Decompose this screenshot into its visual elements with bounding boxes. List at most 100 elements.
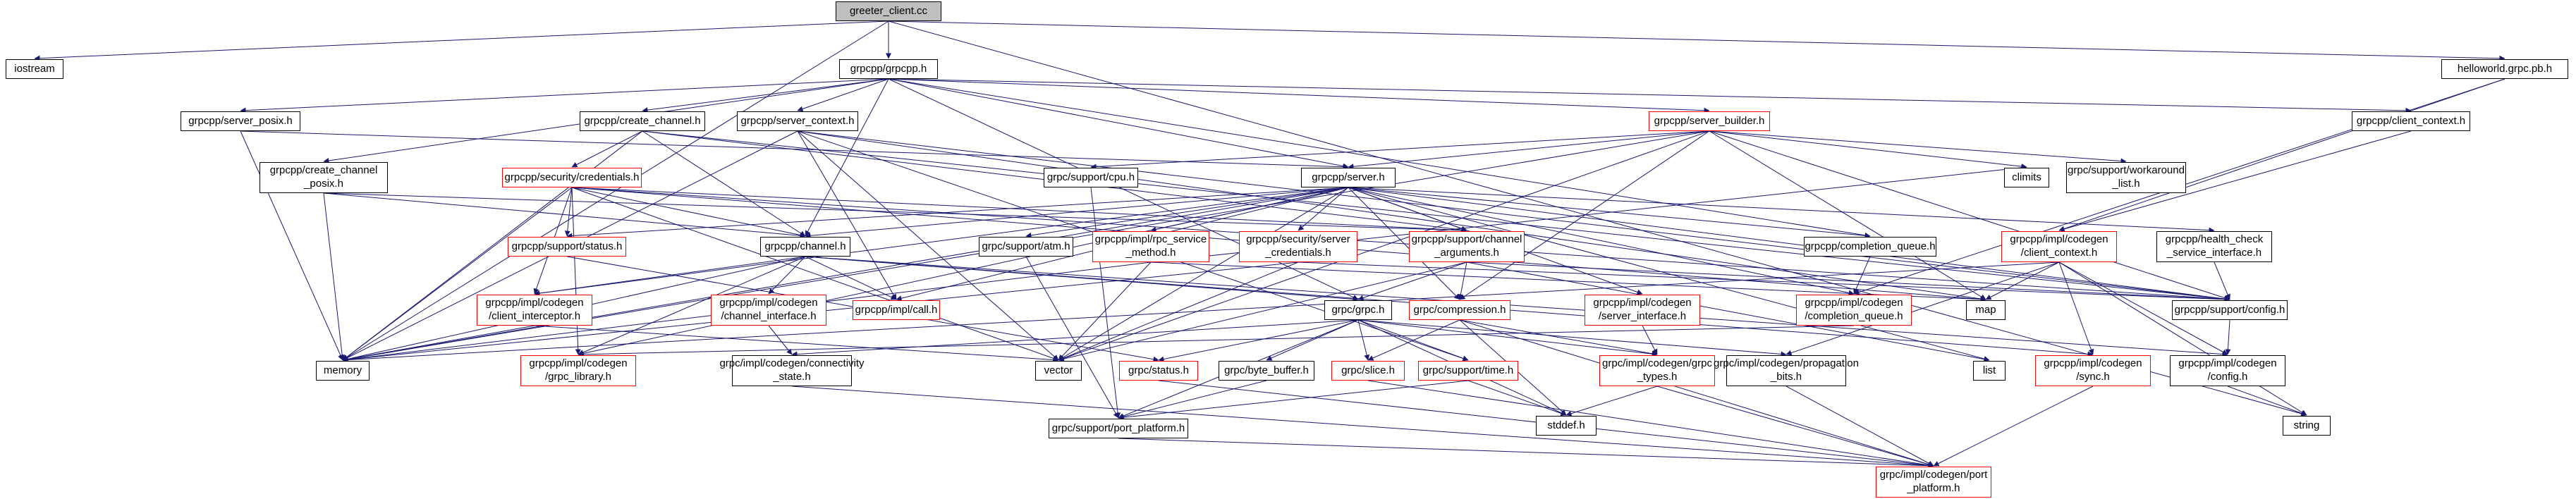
include-edge-compression-slice bbox=[1367, 319, 1460, 361]
include-edge-byte_buffer-port_platform bbox=[1118, 380, 1267, 420]
include-edge-channel-channel_interface bbox=[768, 256, 806, 295]
include-edge-server-status bbox=[566, 187, 1349, 239]
graph-node-server_builder[interactable]: grpcpp/server_builder.h bbox=[1649, 111, 1770, 131]
include-edge-root-iostream bbox=[34, 20, 889, 61]
include-edge-server-completion_queue bbox=[1348, 187, 1871, 239]
graph-node-support_config[interactable]: grpcpp/support/config.h bbox=[2172, 300, 2288, 320]
include-edge-root-hello bbox=[888, 20, 2505, 61]
graph-node-channel_interface[interactable]: grpcpp/impl/codegen /channel_interface.h bbox=[711, 295, 826, 326]
include-edge-server-list bbox=[1348, 187, 1990, 362]
include-edge-cg_server_interface-grpc_types bbox=[1642, 325, 1658, 355]
include-edge-server_credentials-vector bbox=[1058, 261, 1299, 361]
include-edge-grpc_types-cg_port_platform bbox=[1656, 386, 1934, 467]
graph-node-channel_arguments[interactable]: grpcpp/support/channel _arguments.h bbox=[1409, 231, 1525, 262]
graph-node-string[interactable]: string bbox=[2283, 416, 2331, 436]
graph-node-cg_client_context[interactable]: grpcpp/impl/codegen /client_context.h bbox=[2001, 231, 2117, 262]
graph-node-server_credentials[interactable]: grpcpp/security/server _credentials.h bbox=[1239, 231, 1357, 262]
graph-node-channel[interactable]: grpcpp/channel.h bbox=[760, 237, 850, 257]
include-edge-health_check-support_config bbox=[2214, 261, 2230, 300]
include-edge-credentials-status bbox=[564, 187, 573, 237]
include-edge-completion_queue-cg_completion_queue bbox=[1853, 256, 1871, 295]
graph-node-grpc_status[interactable]: grpc/status.h bbox=[1119, 361, 1198, 381]
include-edge-grpcpp_h-server bbox=[888, 78, 1349, 169]
graph-node-compression[interactable]: grpc/compression.h bbox=[1409, 300, 1510, 320]
graph-node-vector[interactable]: vector bbox=[1035, 361, 1082, 381]
include-edge-server-server_credentials bbox=[1298, 187, 1349, 231]
include-edge-create_channel-channel bbox=[642, 130, 806, 237]
graph-node-connectivity_state[interactable]: grpc/impl/codegen/connectivity _state.h bbox=[719, 355, 865, 386]
graph-node-health_check[interactable]: grpcpp/health_check _service_interface.h bbox=[2156, 231, 2272, 262]
include-edge-channel_arguments-grpc bbox=[1357, 261, 1467, 301]
graph-node-byte_buffer[interactable]: grpc/byte_buffer.h bbox=[1219, 361, 1314, 381]
graph-node-time[interactable]: grpc/support/time.h bbox=[1418, 361, 1518, 381]
graph-node-atm[interactable]: grpc/support/atm.h bbox=[979, 237, 1073, 257]
graph-node-cg_server_interface[interactable]: grpcpp/impl/codegen /server_interface.h bbox=[1585, 295, 1700, 326]
graph-node-grpcpp_h[interactable]: grpcpp/grpcpp.h bbox=[839, 59, 938, 79]
include-edge-channel-grpc bbox=[805, 256, 1359, 302]
include-edge-cg_sync-cg_port_platform bbox=[1933, 386, 2094, 467]
graph-node-cpu[interactable]: grpc/support/cpu.h bbox=[1044, 168, 1138, 187]
include-edge-server-channel bbox=[805, 187, 1349, 239]
graph-node-cg_config[interactable]: grpcpp/impl/codegen /config.h bbox=[2170, 355, 2285, 386]
graph-node-server_posix[interactable]: grpcpp/server_posix.h bbox=[181, 111, 300, 131]
include-edge-server_posix-server bbox=[240, 130, 1349, 170]
graph-node-map[interactable]: map bbox=[1966, 300, 2006, 320]
graph-node-iostream[interactable]: iostream bbox=[6, 59, 63, 79]
include-edge-credentials-vector bbox=[571, 187, 1059, 362]
graph-node-climits[interactable]: climits bbox=[2004, 168, 2049, 187]
graph-node-server[interactable]: grpcpp/server.h bbox=[1301, 168, 1396, 187]
include-edge-grpc-propagation_bits bbox=[1357, 319, 1787, 357]
graph-node-client_context[interactable]: grpcpp/client_context.h bbox=[2352, 111, 2470, 131]
include-edge-slice-cg_port_platform bbox=[1367, 380, 1934, 468]
include-edge-server-client_interceptor bbox=[534, 187, 1349, 296]
include-edge-grpcpp_h-grpc bbox=[888, 78, 1359, 300]
include-edge-server-health_check bbox=[1348, 187, 2215, 233]
include-edge-channel_arguments-compression bbox=[1458, 261, 1467, 300]
graph-node-completion_queue[interactable]: grpcpp/completion_queue.h bbox=[1804, 237, 1936, 257]
include-edge-create_channel_posix-channel_arguments bbox=[323, 192, 1467, 233]
graph-node-list[interactable]: list bbox=[1973, 361, 2006, 381]
graph-node-rpc_service_method[interactable]: grpcpp/impl/rpc_service _method.h bbox=[1092, 231, 1209, 262]
graph-node-grpc[interactable]: grpc/grpc.h bbox=[1324, 300, 1392, 320]
include-edge-hello-cg_client_context bbox=[2058, 78, 2505, 232]
include-edge-create_channel-support_config bbox=[642, 130, 2230, 302]
graph-node-root[interactable]: greeter_client.cc bbox=[836, 1, 941, 21]
graph-node-server_context[interactable]: grpcpp/server_context.h bbox=[737, 111, 858, 131]
graph-node-status[interactable]: grpcpp/support/status.h bbox=[508, 237, 626, 257]
include-edge-server-rpc_service_method bbox=[1150, 187, 1349, 233]
graph-node-client_interceptor[interactable]: grpcpp/impl/codegen /client_interceptor.… bbox=[477, 295, 592, 326]
include-edge-grpcpp_h-client_context bbox=[888, 78, 2412, 113]
include-edge-grpc_types-stddef bbox=[1565, 386, 1658, 417]
include-edge-grpcpp_h-server_builder bbox=[888, 78, 1710, 113]
include-edge-grpcpp_h-create_channel bbox=[642, 78, 889, 113]
include-edge-grpcpp_h-completion_queue bbox=[888, 78, 1871, 238]
graph-node-cg_completion_queue[interactable]: grpcpp/impl/codegen /completion_queue.h bbox=[1796, 295, 1912, 326]
include-edge-server-vector bbox=[1058, 187, 1349, 361]
include-edge-server_builder-support_config bbox=[1709, 130, 2230, 301]
include-edge-grpc-byte_buffer bbox=[1266, 319, 1359, 361]
graph-node-stddef[interactable]: stddef.h bbox=[1536, 416, 1597, 436]
graph-node-memory[interactable]: memory bbox=[316, 361, 370, 381]
include-edge-server_context-impl_call bbox=[797, 130, 897, 300]
graph-node-impl_call[interactable]: grpcpp/impl/call.h bbox=[853, 300, 940, 320]
graph-node-workaround_list[interactable]: grpc/support/workaround _list.h bbox=[2066, 162, 2186, 193]
graph-node-propagation_bits[interactable]: grpc/impl/codegen/propagation _bits.h bbox=[1714, 355, 1859, 386]
graph-node-slice[interactable]: grpc/slice.h bbox=[1331, 361, 1405, 381]
graph-node-credentials[interactable]: grpcpp/security/credentials.h bbox=[502, 168, 642, 187]
include-edge-channel_interface-connectivity_state bbox=[768, 325, 793, 355]
include-edge-server-memory bbox=[342, 187, 1349, 362]
include-edge-server-channel_arguments bbox=[1348, 187, 1467, 232]
graph-node-create_channel[interactable]: grpcpp/create_channel.h bbox=[580, 111, 705, 131]
graph-node-port_platform[interactable]: grpc/support/port_platform.h bbox=[1049, 419, 1188, 438]
graph-node-hello[interactable]: helloworld.grpc.pb.h bbox=[2441, 59, 2568, 79]
graph-node-cg_port_platform[interactable]: grpc/impl/codegen/port _platform.h bbox=[1876, 467, 1991, 498]
include-edge-grpcpp_h-server_context bbox=[797, 78, 889, 112]
include-edge-channel_arguments-vector bbox=[1058, 261, 1467, 362]
graph-node-cg_sync[interactable]: grpcpp/impl/codegen /sync.h bbox=[2035, 355, 2151, 386]
graph-node-grpc_types[interactable]: grpc/impl/codegen/grpc _types.h bbox=[1599, 355, 1715, 386]
graph-node-grpc_library[interactable]: grpcpp/impl/codegen /grpc_library.h bbox=[520, 355, 636, 386]
include-edge-client_interceptor-memory bbox=[342, 325, 535, 362]
include-edge-grpcpp_h-channel bbox=[805, 78, 889, 237]
graph-node-create_channel_posix[interactable]: grpcpp/create_channel _posix.h bbox=[260, 162, 388, 193]
include-edge-server_builder-server bbox=[1348, 130, 1710, 170]
